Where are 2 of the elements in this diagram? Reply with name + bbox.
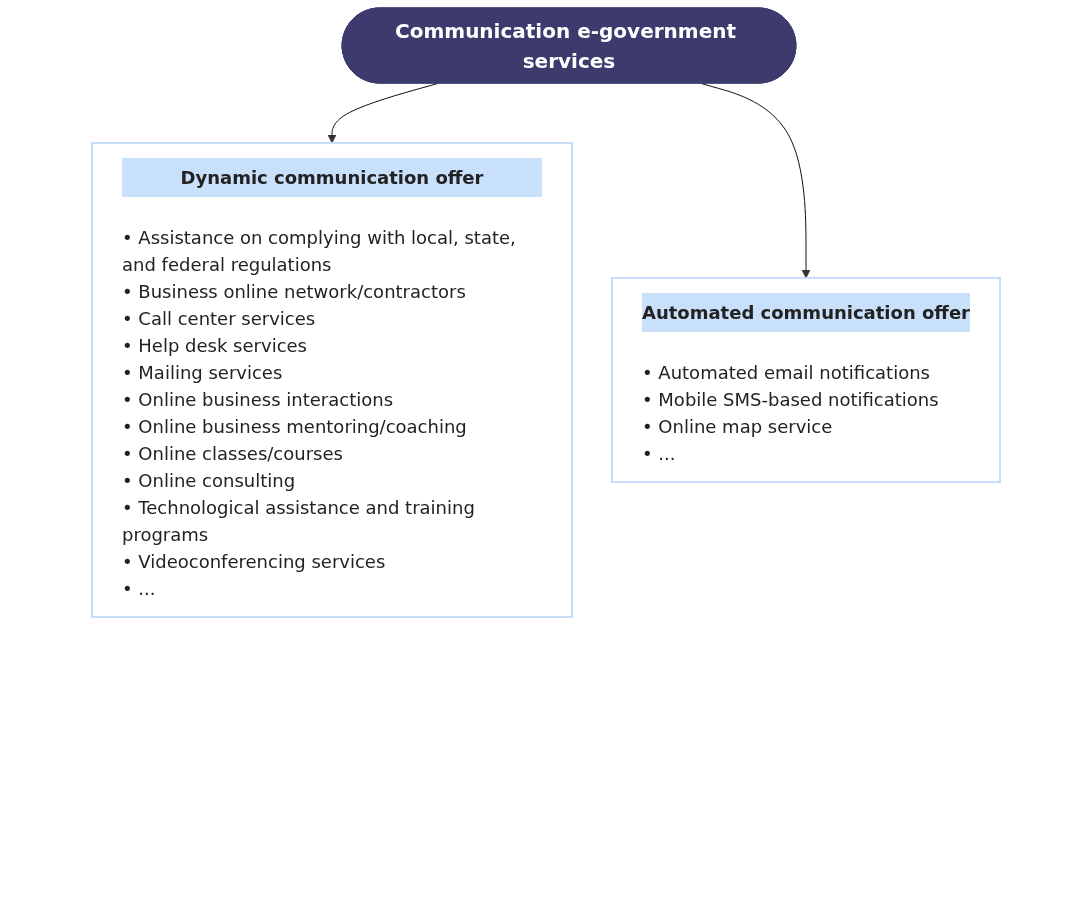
node-box: Dynamic communication offer • Assistance on complying with local, state, and federal regulations • Business online network/contractors • Call center services • Help desk services • Mailing services • Online business interactions • Online business mentoring/coaching • Online classes/courses • Online consulting • Technological assistance and training programs • Videoconferencing services • ... <box>91 142 573 618</box>
node-box: Automated communication offer • Automated email notifications • Mobile SMS-based notifications • Online map service • ... <box>611 277 1001 483</box>
